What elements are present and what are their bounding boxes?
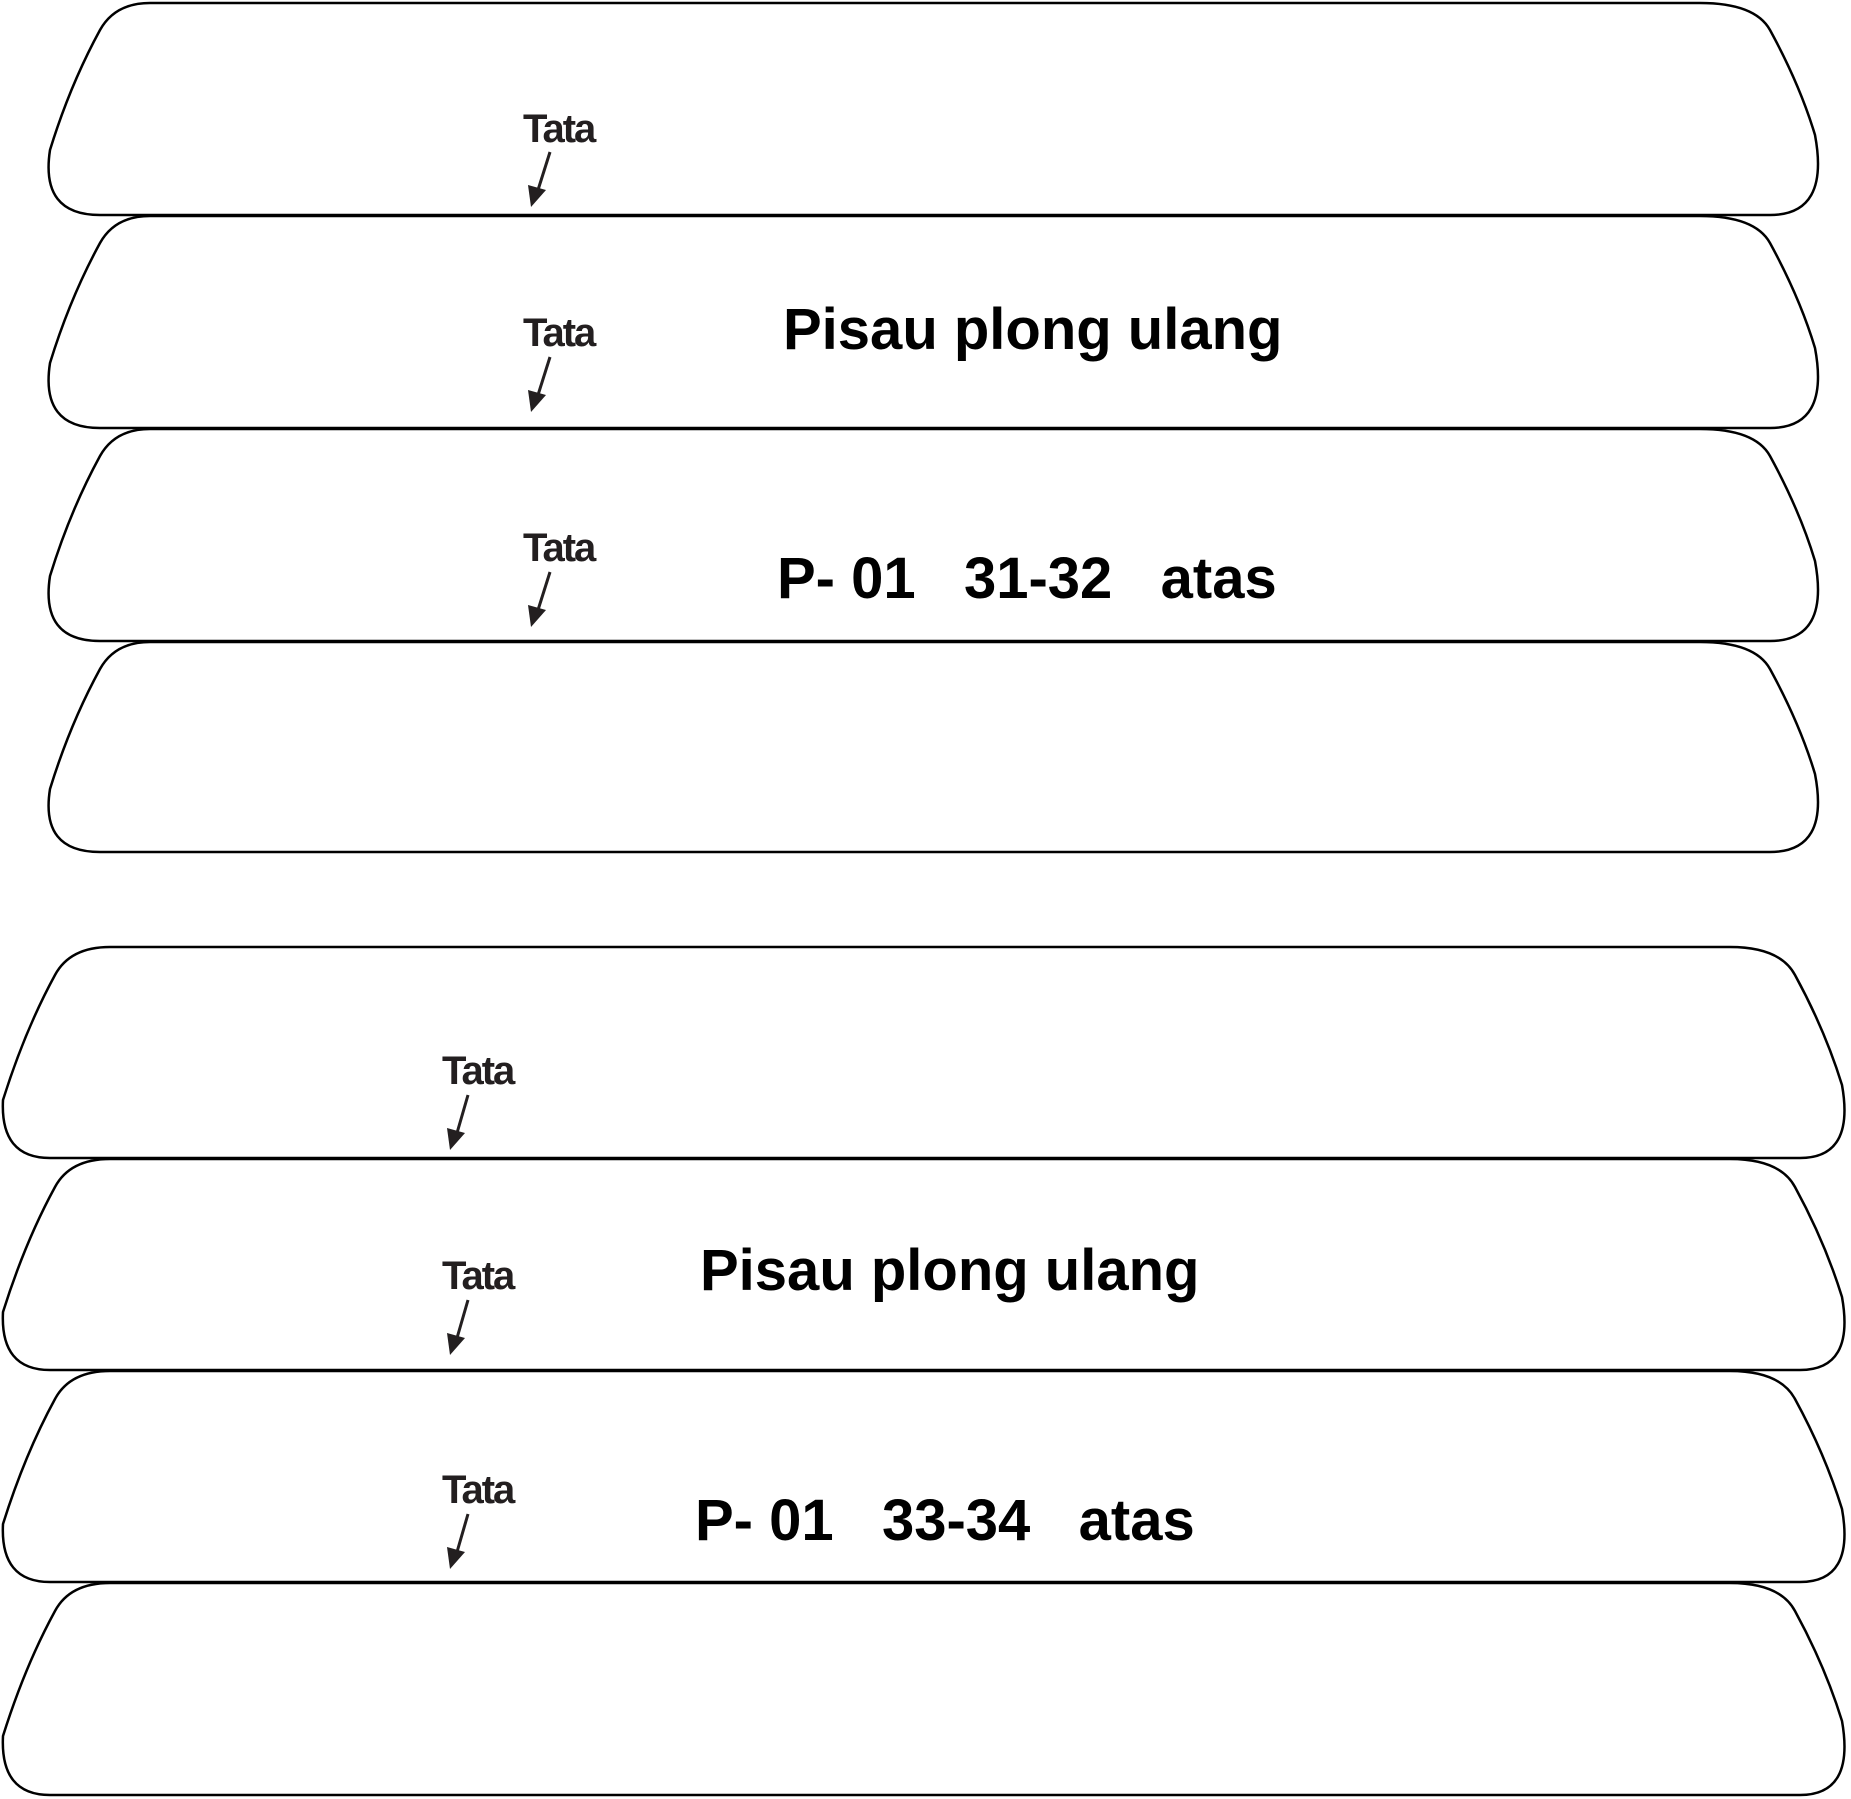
plate-1-2: [47, 214, 1820, 430]
arrow-head: [528, 185, 546, 207]
arrow-head: [447, 1547, 465, 1569]
plate-1-1: [47, 1, 1820, 217]
arrow-line: [455, 1513, 470, 1553]
tata-label: Tata: [442, 1468, 516, 1512]
tata-label: Tata: [523, 311, 597, 355]
arrow-line: [455, 1299, 470, 1339]
tata-label: Tata: [523, 526, 597, 570]
arrow-line: [536, 571, 552, 611]
plate-caption: Pisau plong ulang: [783, 297, 1282, 362]
arrow-head: [528, 390, 546, 412]
arrow-line: [536, 151, 552, 191]
tata-label: Tata: [442, 1049, 516, 1093]
arrow-head: [528, 605, 546, 627]
plate-1-4: [47, 640, 1820, 854]
arrow-line: [536, 356, 552, 396]
tata-label: Tata: [523, 107, 597, 151]
arrow-line: [455, 1094, 470, 1134]
tata-label: Tata: [442, 1254, 516, 1298]
plate-2-1: [1, 945, 1846, 1160]
plate-2-4: [1, 1581, 1846, 1797]
arrow-head: [447, 1333, 465, 1355]
plate-caption: Pisau plong ulang: [700, 1238, 1199, 1303]
arrow-head: [447, 1128, 465, 1150]
plate-caption: P- 01 33-34 atas: [695, 1488, 1195, 1553]
plate-caption: P- 01 31-32 atas: [777, 546, 1277, 611]
plate-group-2: Tata Tata Pisau plong ulang Tata P- 01 3…: [1, 945, 1846, 1797]
plate-group-1: Tata Tata Pisau plong ulang Tata P- 01 3…: [47, 1, 1820, 854]
plate-1-3: [47, 427, 1820, 643]
